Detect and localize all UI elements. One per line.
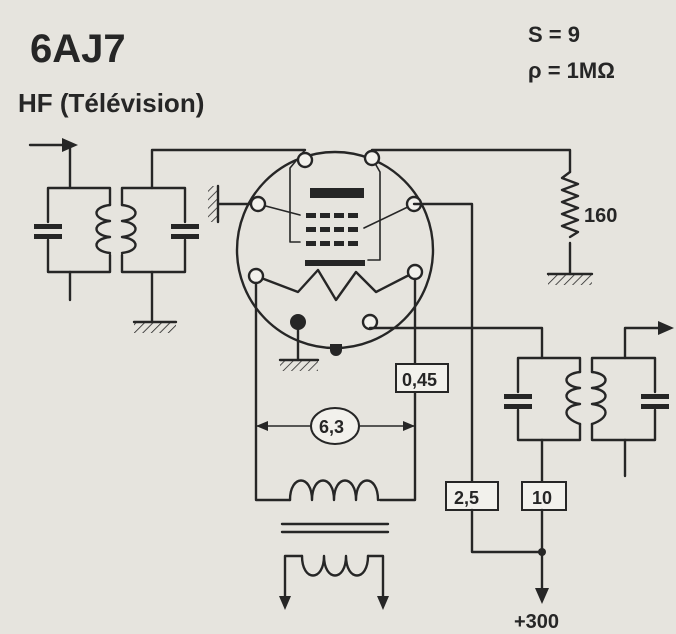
tube-icon (208, 149, 435, 356)
heater-voltage-label: 6,3 (319, 417, 344, 437)
capacitor-icon (641, 404, 669, 409)
ground-icon (546, 272, 594, 285)
resistance-value: ρ = 1MΩ (528, 58, 615, 83)
coil-icon (120, 203, 137, 255)
capacitor-icon (504, 394, 532, 399)
coil-icon (565, 370, 582, 426)
output-arrow-icon (623, 321, 674, 360)
decoupling-resistor-box (521, 481, 567, 511)
output-tuned-circuit (504, 356, 669, 478)
tube-name: 6AJ7 (30, 27, 126, 71)
ground-icon (278, 358, 320, 371)
plate-resistor-label: 2,5 (454, 488, 479, 508)
transformer-icon (279, 479, 390, 610)
input-tuned-circuit (34, 148, 307, 333)
supply-label: +300 (514, 611, 559, 633)
heater-current-box (395, 363, 449, 393)
tube-function: HF (Télévision) (18, 88, 204, 118)
coil-icon (95, 203, 112, 255)
ground-icon (132, 320, 178, 333)
input-arrow-icon (28, 138, 78, 190)
plate-resistor-box (445, 481, 499, 511)
capacitor-icon (504, 404, 532, 409)
supply-arrow-icon (535, 588, 549, 604)
slope-value: S = 9 (528, 22, 580, 47)
decoupling-resistor-label: 10 (532, 488, 552, 508)
resistor-icon (560, 170, 580, 239)
capacitor-icon (171, 224, 199, 229)
capacitor-icon (171, 234, 199, 239)
capacitor-icon (641, 394, 669, 399)
coil-icon (590, 370, 607, 426)
heater-current-label: 0,45 (402, 370, 437, 390)
capacitor-icon (34, 224, 62, 229)
capacitor-icon (34, 234, 62, 239)
screen-resistor-label: 160 (584, 205, 617, 227)
ground-icon (208, 184, 254, 224)
heater-voltage-indicator: 6,3 (255, 407, 416, 445)
